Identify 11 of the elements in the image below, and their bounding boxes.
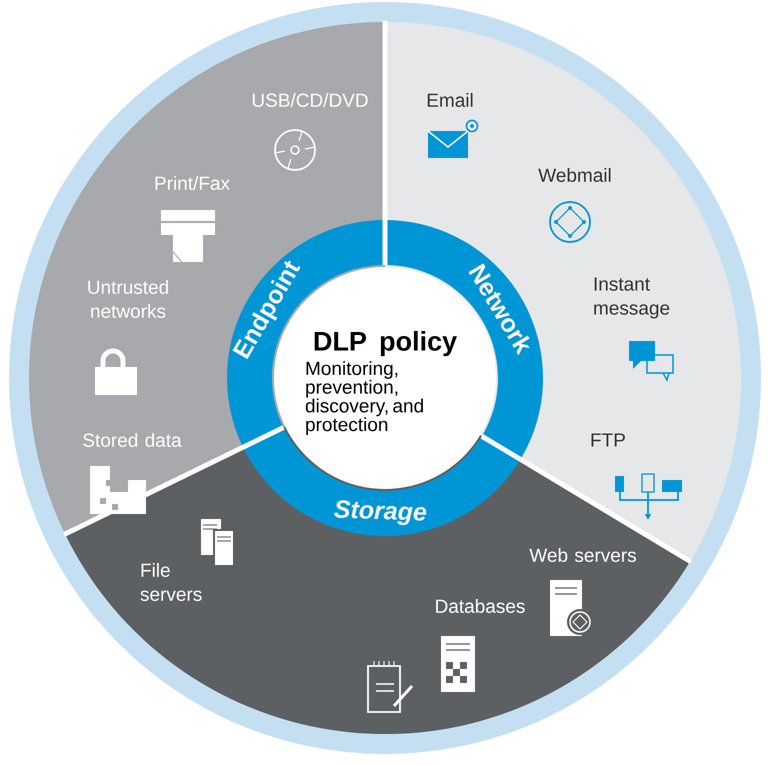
item-label: Webmail (538, 168, 610, 182)
item-label: File servers (140, 563, 202, 601)
item-label: Instant message (594, 277, 670, 318)
item-label: Print/Fax (156, 176, 230, 190)
item-label: Databases (436, 599, 525, 613)
item-label: Email (428, 93, 472, 107)
item-label: FTP (592, 433, 625, 447)
item-label: Web servers (529, 548, 636, 562)
item-label: Stored data (83, 433, 182, 447)
item-label: USB/CD/DVD (252, 93, 368, 107)
item-label: Untrusted networks (88, 280, 168, 318)
